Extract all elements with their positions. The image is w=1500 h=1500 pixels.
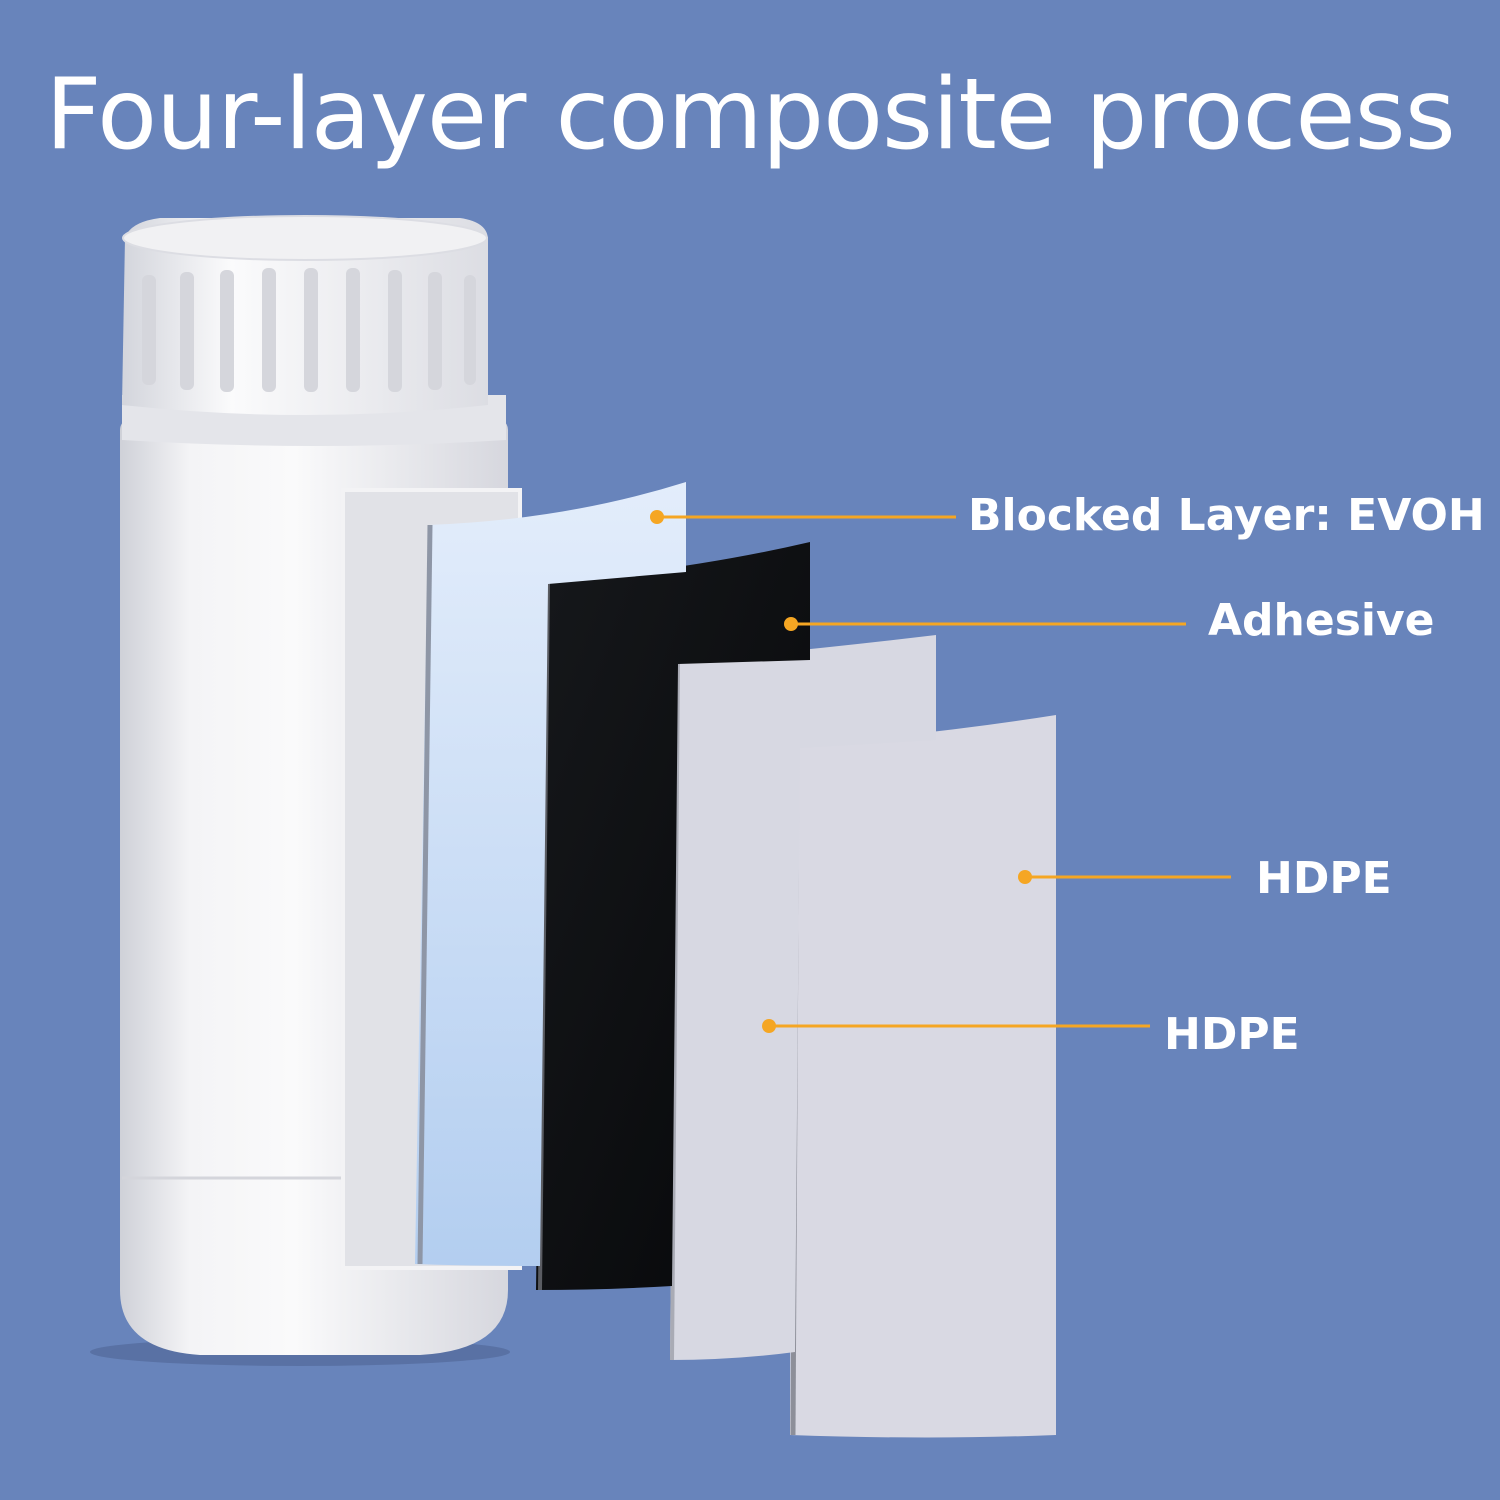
layer-sheet-adhesive-edge xyxy=(538,581,550,1291)
layer-label-hdpe-outer: HDPE xyxy=(1256,853,1392,904)
layer-sheet-hdpe-outer-edge xyxy=(670,661,680,1361)
leader-dot-hdpe-outer xyxy=(1018,870,1032,884)
bottle-cap xyxy=(122,215,488,415)
page-title: Four-layer composite process xyxy=(45,58,1456,172)
layer-label-adhesive: Adhesive xyxy=(1208,595,1435,646)
layer-label-evoh: Blocked Layer: EVOH xyxy=(968,490,1485,541)
layer-sheet-evoh xyxy=(415,482,686,1266)
leader-dot-adhesive xyxy=(784,617,798,631)
leader-dot-evoh xyxy=(650,510,664,524)
leader-dot-hdpe-inner xyxy=(762,1019,776,1033)
layer-sheet-hdpe-inner xyxy=(790,715,1056,1438)
layer-sheet-adhesive xyxy=(536,542,810,1290)
layer-sheet-evoh-edge xyxy=(417,524,433,1265)
layer-sheet-hdpe-outer xyxy=(670,635,936,1360)
layer-label-hdpe-inner: HDPE xyxy=(1164,1009,1300,1060)
